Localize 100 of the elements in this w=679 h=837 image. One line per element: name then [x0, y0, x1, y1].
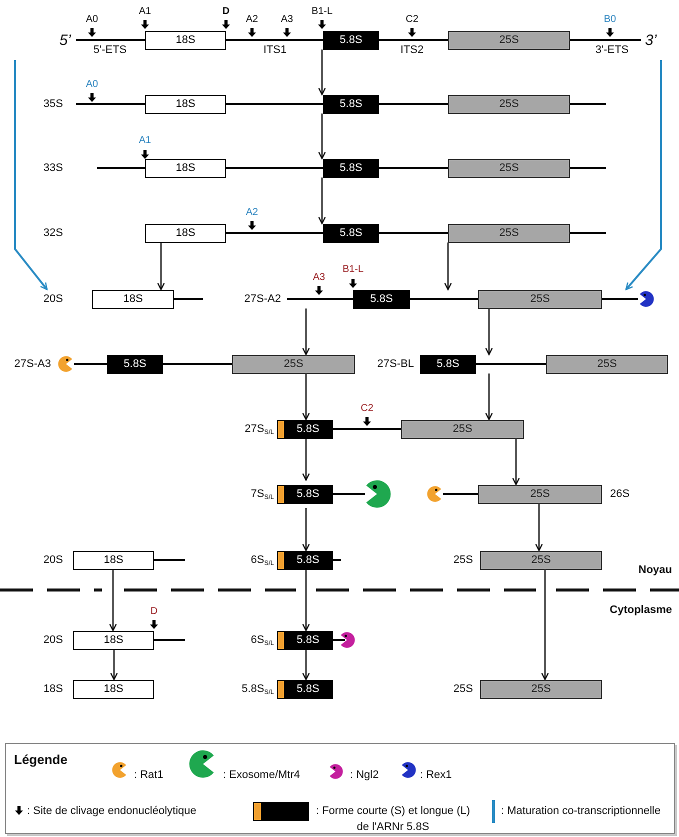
arrow — [302, 374, 310, 420]
cleavage-site-label: D — [150, 606, 158, 618]
rna-species-label: 33S — [43, 162, 63, 174]
rrna-segment: 25S — [546, 354, 668, 374]
rna-species-label: 35S — [43, 98, 63, 110]
rna-species-label: 25S — [453, 554, 473, 566]
rna-species-label: 27S$_{S/L}$ — [244, 422, 274, 436]
rrna-segment: 18S — [73, 630, 154, 650]
arrow — [485, 374, 493, 420]
cleavage-site-label: A3 — [312, 272, 326, 284]
rna-species-label: 26S — [610, 488, 630, 500]
arrow — [318, 178, 326, 224]
rrna-segment: 18S — [92, 290, 174, 308]
rrna-segment: 25S — [401, 420, 524, 438]
rrna-segment: 5.8S — [323, 30, 379, 50]
region-label: ITS1 — [263, 44, 287, 56]
rrna-segment: 5.8S — [277, 550, 333, 570]
arrow — [302, 308, 310, 356]
rna-species-label: 27S-A3 — [14, 358, 51, 370]
arrow — [625, 60, 662, 290]
cleavage-site-label: A2 — [246, 207, 258, 219]
rna-species-label: 6S$_{S/L}$ — [250, 554, 274, 566]
arrow — [318, 50, 326, 96]
rrna-segment: 25S — [448, 158, 570, 178]
cleavage-site-label: A0 — [86, 79, 98, 91]
compartment-label: Noyau — [638, 564, 672, 576]
legend-text: : Rex1 — [420, 768, 452, 782]
rrna-segment: 25S — [448, 30, 570, 50]
arrow — [512, 438, 520, 486]
arrow — [444, 242, 452, 290]
rrna-segment: 18S — [145, 224, 226, 242]
arrow — [535, 504, 543, 552]
cleavage-site-label: D — [222, 6, 230, 18]
rna-species-label: 5.8S$_{S/L}$ — [242, 682, 274, 696]
rrna-segment: 5.8S — [107, 354, 163, 374]
arrow — [485, 308, 493, 356]
rrna-segment: 5.8S — [277, 680, 333, 698]
cleavage-site-label: A1 — [138, 6, 152, 18]
rrna-segment: 5.8S — [277, 484, 333, 504]
rrna-segment: 18S — [73, 680, 154, 698]
rna-species-label: 27S-A2 — [244, 292, 281, 306]
strand-end-label: 5’ — [59, 32, 71, 48]
cleavage-site-label: C2 — [360, 403, 374, 415]
cleavage-site-label: A3 — [280, 14, 294, 26]
cleavage-site-label: B1-L — [311, 6, 333, 18]
cleavage-site-label: A1 — [138, 135, 152, 147]
arrow — [541, 570, 549, 680]
arrow — [302, 508, 310, 552]
arrow — [302, 650, 310, 680]
rna-species-label: 27S-BL — [377, 358, 414, 370]
strand-end-label: 3’ — [645, 32, 657, 48]
rrna-segment: 5.8S — [277, 420, 333, 438]
cleavage-site-label: B0 — [604, 14, 616, 26]
legend-text: : Site de clivage endonucléolytique — [27, 804, 196, 818]
rrna-segment: 18S — [145, 158, 226, 178]
rrna-segment: 25S — [448, 94, 570, 114]
rna-species-label: 20S — [43, 292, 63, 306]
rrna-segment: 5.8S — [420, 354, 476, 374]
rrna-segment: 5.8S — [353, 290, 410, 308]
legend-text: : Forme courte (S) et longue (L) de l'ARNr 5.8S — [314, 804, 472, 835]
legend-text: : Maturation co-transcriptionnelle — [501, 804, 661, 818]
cleavage-site-label: A2 — [246, 14, 258, 26]
cleavage-site-label: C2 — [406, 14, 418, 26]
rna-species-label: 6S$_{S/L}$ — [250, 634, 274, 646]
rrna-segment: 25S — [448, 224, 570, 242]
arrow — [14, 60, 48, 290]
rrna-segment: 18S — [145, 94, 226, 114]
rrna-segment: 25S — [478, 484, 602, 504]
compartment-label: Cytoplasme — [610, 604, 672, 616]
arrow — [302, 570, 310, 632]
arrow — [110, 650, 118, 680]
arrow — [302, 438, 310, 481]
rna-species-label: 25S — [453, 682, 473, 696]
region-label: ITS2 — [400, 44, 424, 56]
rrna-segment: 25S — [478, 290, 602, 308]
rrna-segment: 25S — [480, 550, 602, 570]
cleavage-site-label: A0 — [86, 14, 98, 26]
rrna-segment: 18S — [145, 30, 226, 50]
legend-text: : Rat1 — [134, 768, 164, 782]
rna-species-label: 7S$_{S/L}$ — [250, 488, 274, 500]
rna-species-label: 20S — [43, 634, 63, 646]
rna-species-label: 18S — [43, 682, 63, 696]
rna-species-label: 32S — [43, 226, 63, 240]
rrna-segment: 5.8S — [323, 224, 379, 242]
rna-species-label: 20S — [43, 554, 63, 566]
arrow — [318, 114, 326, 160]
arrow — [157, 242, 165, 290]
rrna-segment: 5.8S — [323, 94, 379, 114]
rrna-segment: 25S — [480, 680, 602, 698]
legend-title: Légende — [14, 752, 68, 766]
rrna-segment: 5.8S — [323, 158, 379, 178]
region-label: 3'-ETS — [595, 44, 629, 56]
rrna-segment: 18S — [73, 550, 154, 570]
rrna-segment: 25S — [232, 354, 355, 374]
rrna-segment: 5.8S — [277, 630, 333, 650]
arrow — [109, 570, 117, 632]
cleavage-site-label: B1-L — [342, 264, 364, 276]
legend-text: : Exosome/Mtr4 — [223, 768, 300, 782]
region-label: 5'-ETS — [93, 44, 127, 56]
legend-text: : Ngl2 — [350, 768, 379, 782]
